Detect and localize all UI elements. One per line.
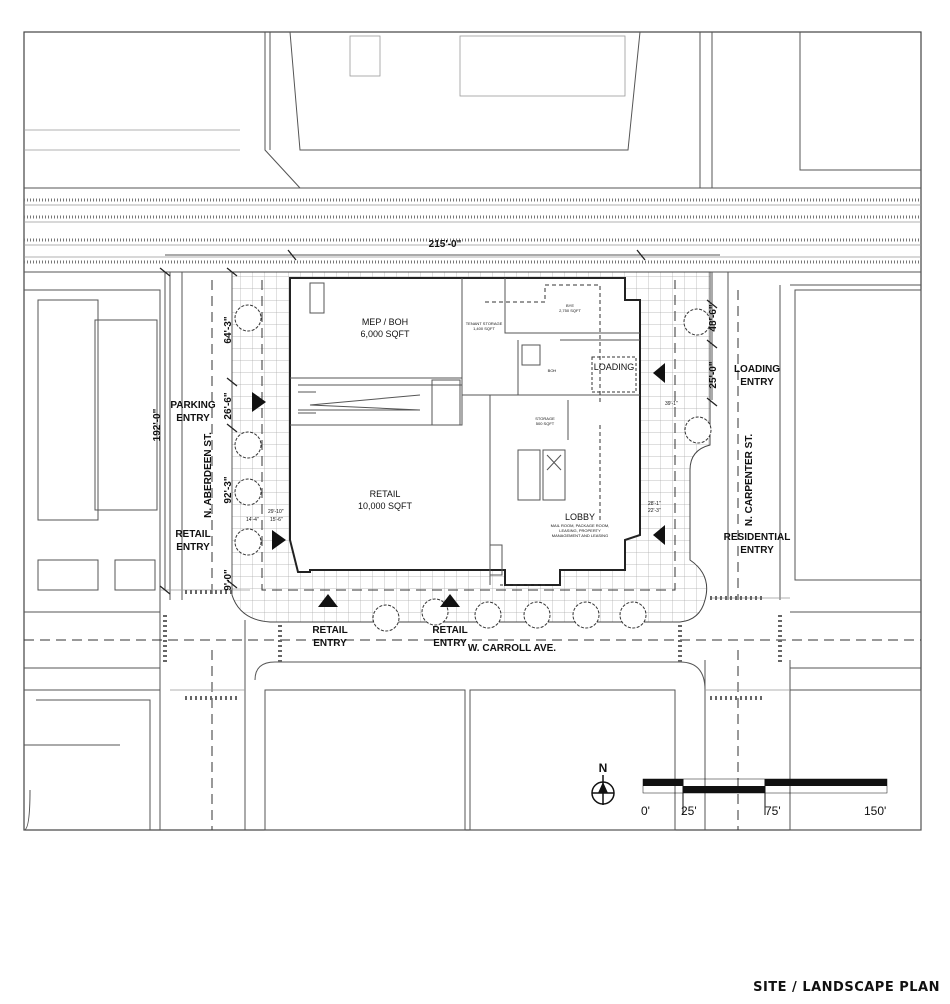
scale-label-25: 25': [681, 804, 697, 818]
loading-entry-label-2: ENTRY: [740, 377, 774, 388]
sheet-caption: SITE / LANDSCAPE PLAN: [753, 980, 940, 995]
residential-entry-arrow-icon: [653, 525, 665, 545]
tree-icon: [523, 601, 551, 629]
landscape-edge: [261, 280, 676, 591]
scale-bar: 0' 25' 75' 150': [641, 778, 888, 818]
dim-east-walk-loading: 39'-1": [665, 401, 678, 407]
room-mep-area: 6,000 SQFT: [360, 329, 410, 339]
tree-icon: [372, 604, 400, 632]
street-trees: [234, 304, 712, 632]
room-storage-area: 500 SQFT: [536, 421, 555, 426]
parking-entry-arrow-icon: [252, 392, 266, 412]
retail-entry-south-1-label-2: ENTRY: [313, 638, 347, 649]
room-lobby-note-1: MAIL ROOM, PACKAGE ROOM,: [551, 523, 610, 528]
room-loading-name: LOADING: [594, 362, 635, 372]
street-carpenter: N. CARPENTER ST.: [744, 434, 755, 526]
residential-entry-label-1: RESIDENTIAL: [724, 532, 791, 543]
room-lobby-note-3: MANAGEMENT AND LEASING: [552, 533, 608, 538]
tree-icon: [474, 601, 502, 629]
retail-entry-arrow-icon: [272, 530, 286, 550]
room-bike-name: BYE: [566, 303, 574, 308]
room-tenant-storage-name: TENANT STORAGE: [466, 321, 503, 326]
streets: [24, 272, 921, 830]
retail-entry-west-label-2: ENTRY: [176, 542, 210, 553]
room-lobby-name: LOBBY: [565, 512, 595, 522]
loading-entry-arrow-icon: [653, 363, 665, 383]
street-aberdeen: N. ABERDEEN ST.: [203, 432, 214, 518]
scale-label-75: 75': [765, 804, 781, 818]
context-buildings: [23, 31, 922, 831]
dim-west-seg2: 26'-6": [223, 392, 234, 419]
dim-east-seg1: 48'-6": [708, 304, 719, 331]
parking-entry-label-2: ENTRY: [176, 413, 210, 424]
dim-depth-west: 192'-0": [152, 408, 163, 441]
dim-west-walk-total: 29'-10": [268, 509, 284, 515]
tree-icon: [234, 528, 262, 556]
retail-entry-arrow-icon: [318, 594, 338, 607]
building-footprint: [289, 277, 641, 586]
scale-label-0: 0': [641, 804, 650, 818]
parking-entry-label-1: PARKING: [170, 400, 216, 411]
dim-east-walk-total: 28'-1": [648, 501, 661, 507]
dim-west-walk-a: 14'-4": [246, 517, 259, 523]
room-bike-area: 2,750 SQFT: [559, 308, 581, 313]
retail-entry-south-2-label-1: RETAIL: [432, 625, 467, 636]
dim-east-seg2: 25'-0": [708, 361, 719, 388]
scale-label-150: 150': [864, 804, 886, 818]
retail-entry-arrow-icon: [440, 594, 460, 607]
dim-west-seg1: 64'-3": [223, 316, 234, 343]
tree-icon: [683, 308, 711, 336]
tree-icon: [684, 416, 712, 444]
north-arrow: N: [591, 761, 615, 805]
room-retail-area: 10,000 SQFT: [358, 501, 413, 511]
dimension-lines: [159, 249, 720, 595]
dim-west-seg3: 92'-3": [223, 476, 234, 503]
north-label: N: [599, 761, 608, 775]
street-carroll: W. CARROLL AVE.: [468, 643, 556, 654]
retail-entry-west-label-1: RETAIL: [175, 529, 210, 540]
tree-icon: [619, 601, 647, 629]
room-storage-name: STORAGE: [535, 416, 555, 421]
tree-icon: [572, 601, 600, 629]
residential-entry-label-2: ENTRY: [740, 545, 774, 556]
entry-markers: [252, 363, 665, 607]
tree-icon: [234, 304, 262, 332]
room-mep-name: MEP / BOH: [362, 317, 408, 327]
retail-entry-south-1-label-1: RETAIL: [312, 625, 347, 636]
room-retail-name: RETAIL: [370, 489, 401, 499]
room-boh-name: BOH: [548, 368, 557, 373]
dim-west-seg4: 9'-0": [223, 569, 234, 591]
tree-icon: [234, 478, 262, 506]
room-tenant-storage-area: 1,400 SQFT: [473, 326, 495, 331]
retail-entry-south-2-label-2: ENTRY: [433, 638, 467, 649]
loading-entry-label-1: LOADING: [734, 364, 780, 375]
tree-icon: [234, 431, 262, 459]
dim-west-walk-b: 15'-6": [270, 517, 283, 523]
dim-frontage-north: 215'-0": [429, 239, 462, 250]
room-lobby-note-2: LEASING, PROPERTY: [559, 528, 601, 533]
dim-east-walk-a: 22'-3": [648, 508, 661, 514]
